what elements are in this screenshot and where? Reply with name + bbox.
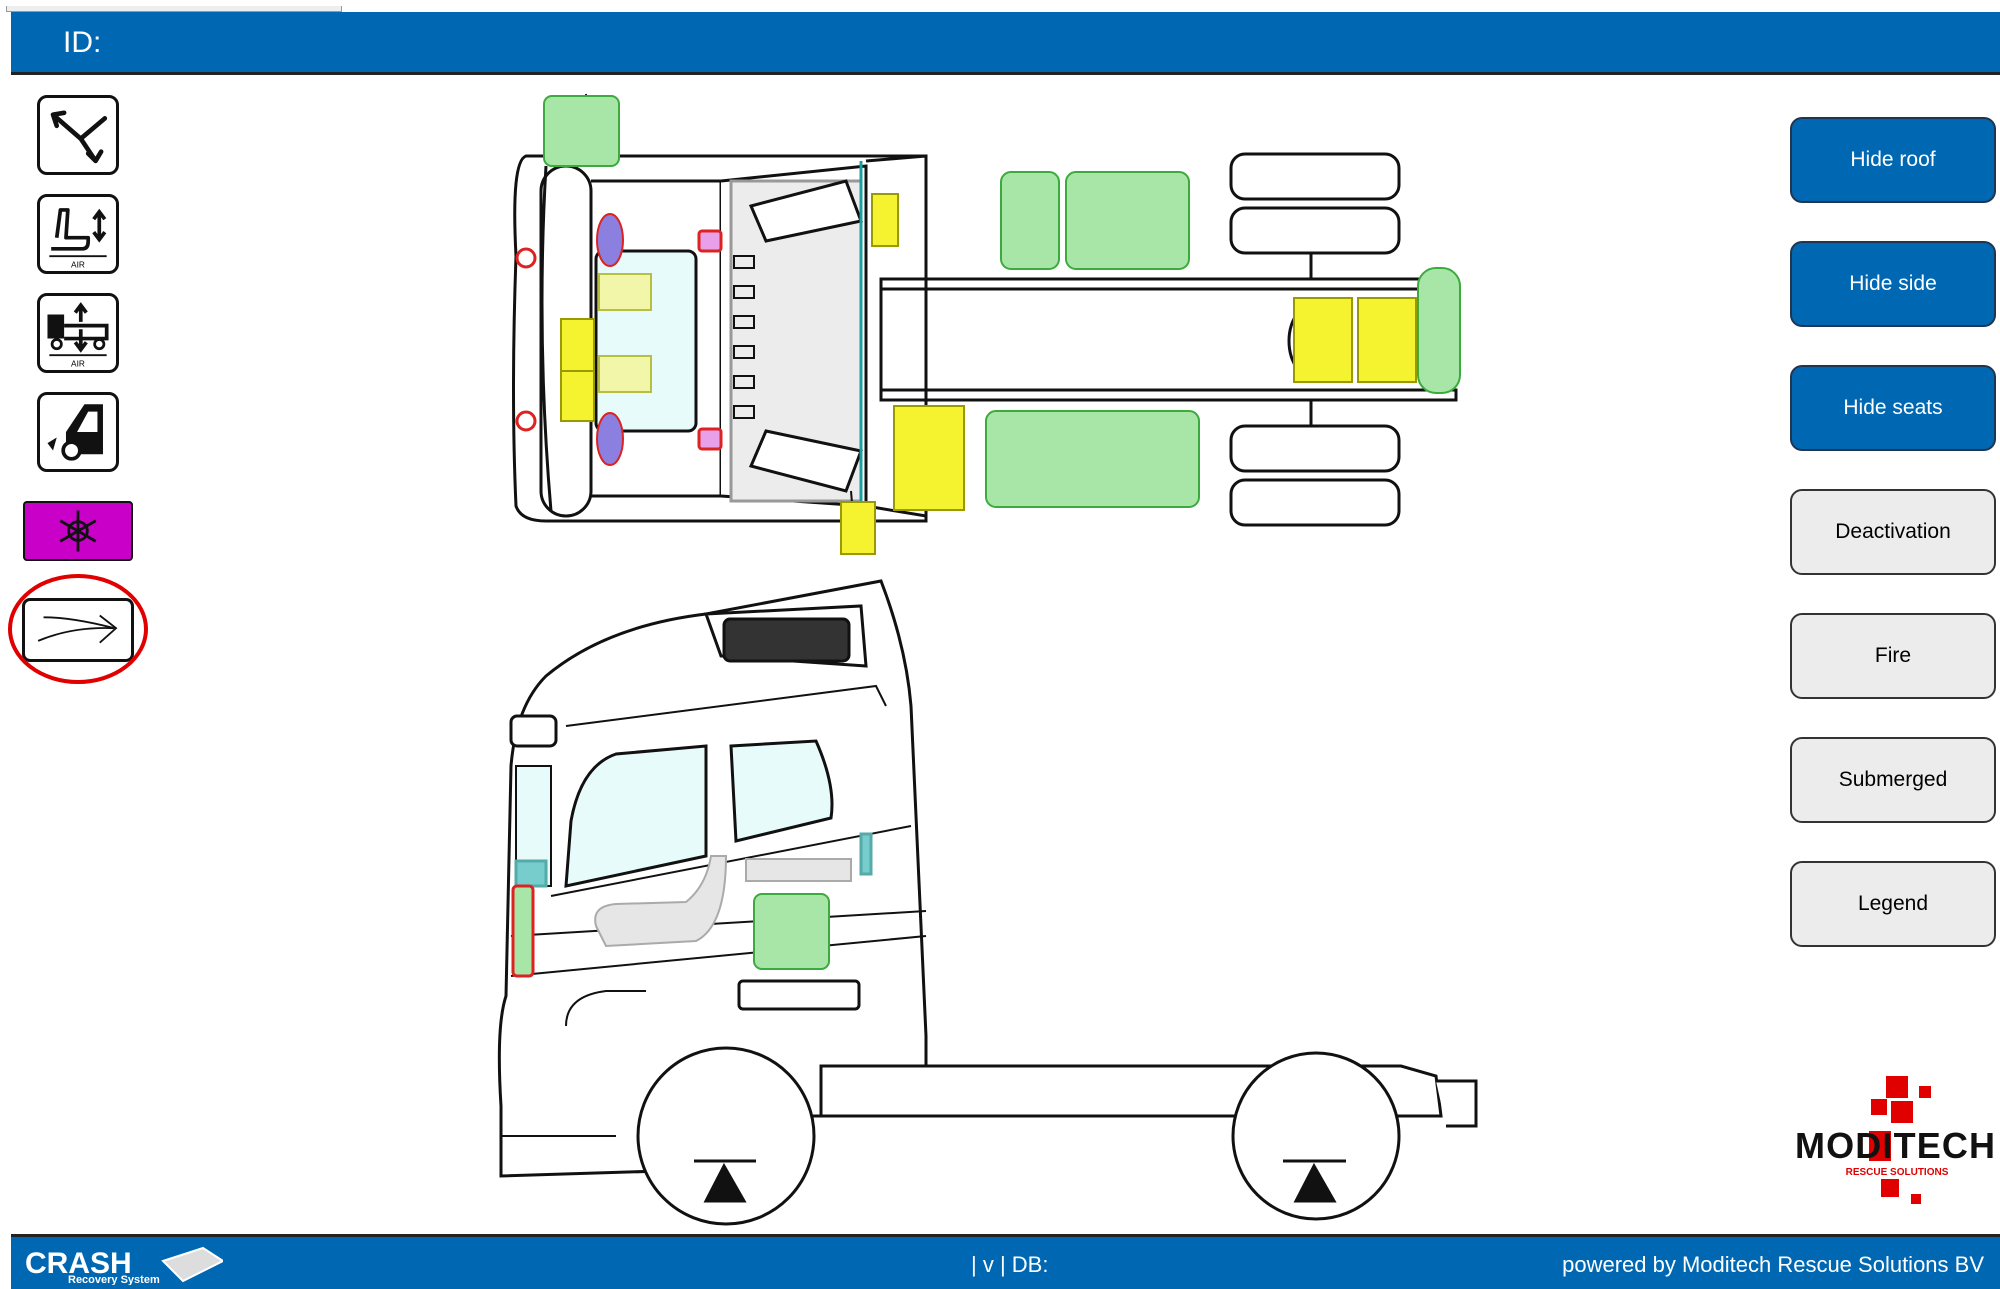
fire-button[interactable]: Fire	[1790, 613, 1996, 699]
svg-text:Recovery System: Recovery System	[68, 1274, 160, 1285]
airbag-tool-button[interactable]	[37, 95, 119, 175]
truck-rescue-diagram	[497, 93, 1478, 1226]
powered-by-label: powered by Moditech Rescue Solutions BV	[1562, 1252, 1984, 1277]
legend-button[interactable]: Legend	[1790, 861, 1996, 947]
airbag-deploy-icon	[50, 110, 108, 164]
crash-logo: CRASH Recovery System	[25, 1246, 223, 1285]
cab-tilt-icon	[47, 404, 103, 461]
svg-text:CRASH: CRASH	[25, 1247, 132, 1280]
air-suspension-icon: AIR	[47, 302, 109, 368]
svg-text:MODITECH: MODITECH	[1795, 1125, 1995, 1166]
header-bar: ID:	[11, 12, 2000, 75]
submerged-button[interactable]: Submerged	[1790, 737, 1996, 823]
id-label: ID:	[63, 26, 102, 59]
version-db-label: | v | DB:	[971, 1252, 1049, 1277]
window-tab-strip	[6, 6, 342, 12]
air-seat-button[interactable]: AIR	[37, 194, 119, 274]
hide-roof-button[interactable]: Hide roof	[1790, 117, 1996, 203]
footer-bar: CRASH Recovery System | v | DB: powered …	[11, 1234, 2000, 1289]
hide-seats-button[interactable]: Hide seats	[1790, 365, 1996, 451]
hide-side-button[interactable]: Hide side	[1790, 241, 1996, 327]
air-suspension-button[interactable]: AIR	[37, 293, 119, 373]
svg-text:AIR: AIR	[71, 358, 85, 368]
moditech-logo: MODITECH RESCUE SOLUTIONS	[1795, 1076, 1995, 1204]
next-page-button[interactable]	[22, 598, 134, 662]
highlight-circle	[8, 574, 148, 684]
next-arrow-icon	[37, 614, 118, 644]
refrigeration-icon	[59, 510, 97, 552]
air-seat-icon: AIR	[49, 208, 107, 269]
svg-text:RESCUE SOLUTIONS: RESCUE SOLUTIONS	[1846, 1167, 1949, 1178]
cab-tilt-button[interactable]	[37, 392, 119, 472]
deactivation-button[interactable]: Deactivation	[1790, 489, 1996, 575]
refrigeration-button[interactable]	[23, 501, 133, 561]
svg-text:AIR: AIR	[71, 259, 85, 269]
